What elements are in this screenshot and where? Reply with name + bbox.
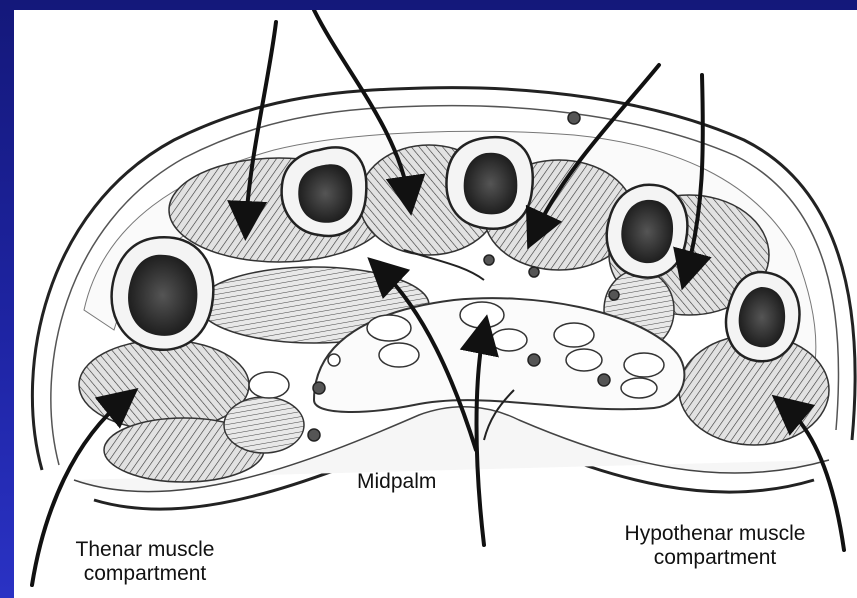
thenar-label: Thenar muscle compartment — [40, 538, 250, 586]
hand-cross-section-diagram — [14, 10, 857, 598]
thenar-label-line-1: Thenar muscle — [40, 538, 250, 562]
illustration-panel: Midpalm Thenar muscle compartment Hypoth… — [14, 10, 857, 598]
thenar-label-line-2: compartment — [40, 562, 250, 586]
hypothenar-label: Hypothenar muscle compartment — [580, 522, 850, 570]
midpalm-label: Midpalm — [357, 470, 436, 494]
hypothenar-label-line-2: compartment — [580, 546, 850, 570]
hypothenar-label-line-1: Hypothenar muscle — [580, 522, 850, 546]
